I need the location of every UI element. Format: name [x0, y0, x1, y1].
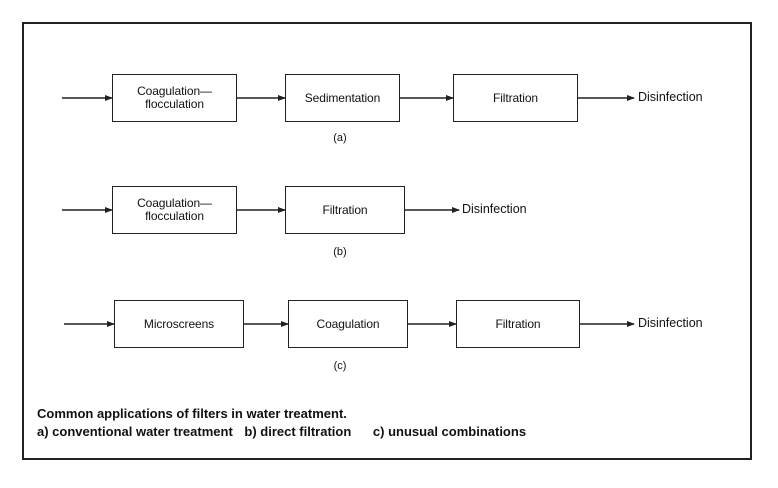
output-b-disinfection: Disinfection — [462, 202, 527, 216]
row-label-c: (c) — [333, 360, 347, 372]
node-c-filtration: Filtration — [456, 300, 580, 348]
row-label-a: (a) — [333, 132, 347, 144]
output-c-disinfection: Disinfection — [638, 316, 703, 330]
node-a-sedimentation: Sedimentation — [285, 74, 400, 122]
node-label: Microscreens — [143, 316, 215, 331]
caption-title: Common applications of filters in water … — [37, 406, 347, 421]
node-label: Filtration — [492, 90, 538, 105]
node-label: Filtration — [495, 316, 541, 331]
node-b-filtration: Filtration — [285, 186, 405, 234]
node-a-filtration: Filtration — [453, 74, 578, 122]
node-a-coagulation-flocculation: Coagulation— flocculation — [112, 74, 237, 122]
node-c-coagulation: Coagulation — [288, 300, 408, 348]
row-label-b: (b) — [333, 246, 347, 258]
figure-frame — [22, 22, 752, 460]
node-label: Coagulation— flocculation — [137, 84, 212, 111]
caption-item-b: b) direct filtration — [244, 424, 352, 439]
node-label: Coagulation — [316, 316, 380, 331]
caption-item-a: a) conventional water treatment — [37, 424, 233, 439]
node-label: Sedimentation — [304, 90, 381, 105]
caption-item-c: c) unusual combinations — [372, 424, 527, 439]
node-c-microscreens: Microscreens — [114, 300, 244, 348]
output-a-disinfection: Disinfection — [638, 90, 703, 104]
caption-legend: a) conventional water treatment b) direc… — [37, 424, 526, 439]
node-label: Filtration — [322, 202, 368, 217]
node-label: Coagulation— flocculation — [137, 196, 212, 223]
node-b-coagulation-flocculation: Coagulation— flocculation — [112, 186, 237, 234]
